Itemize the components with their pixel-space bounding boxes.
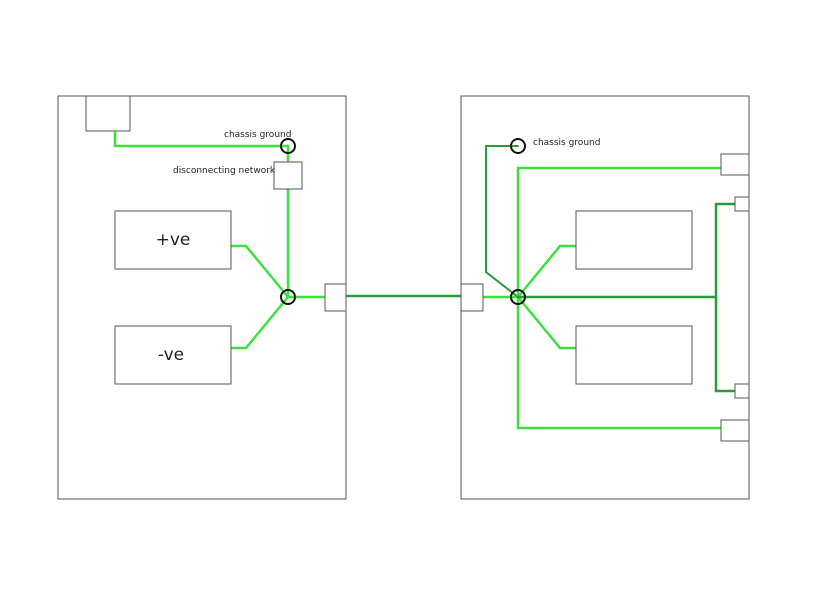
wire-chassis-ground-to-star: [485, 145, 519, 298]
right-chassis-ground-node: [510, 138, 526, 154]
wire-star-to-top-right-port: [516, 166, 723, 299]
left-chassis-ground-label: chassis ground: [224, 130, 292, 140]
left-chassis-ground-node: [280, 138, 296, 154]
left-wiring: [113, 129, 327, 350]
lower-side-port: [734, 383, 750, 399]
bottom-right-port: [720, 419, 750, 442]
wire-top-connector-to-chassis-ground: [113, 129, 290, 148]
wire-star-to-lower-module: [516, 295, 578, 350]
right-chassis-ground-label: chassis ground: [533, 138, 601, 148]
wire-negative-to-star: [229, 295, 290, 350]
wire-star-to-upper-module: [516, 244, 578, 299]
left-top-connector: [85, 95, 131, 132]
negative-supply-box: [114, 325, 232, 385]
wire-star-to-bottom-right-port: [516, 295, 723, 430]
negative-label: -ve: [157, 345, 185, 365]
top-right-port: [720, 153, 750, 176]
disconnecting-network-box: [273, 161, 303, 190]
wire-positive-to-star: [229, 244, 290, 299]
upper-side-port: [734, 196, 750, 212]
right-interconnect-port: [460, 283, 484, 312]
disconnecting-network-label: disconnecting network: [173, 166, 276, 176]
right-wiring: [481, 145, 737, 430]
positive-supply-box: [114, 210, 232, 270]
left-interconnect-port: [324, 283, 347, 312]
right-star-ground-node: [510, 289, 526, 305]
lower-module-box: [575, 325, 693, 385]
upper-module-box: [575, 210, 693, 270]
left-star-ground-node: [280, 289, 296, 305]
positive-label: +ve: [155, 230, 191, 250]
